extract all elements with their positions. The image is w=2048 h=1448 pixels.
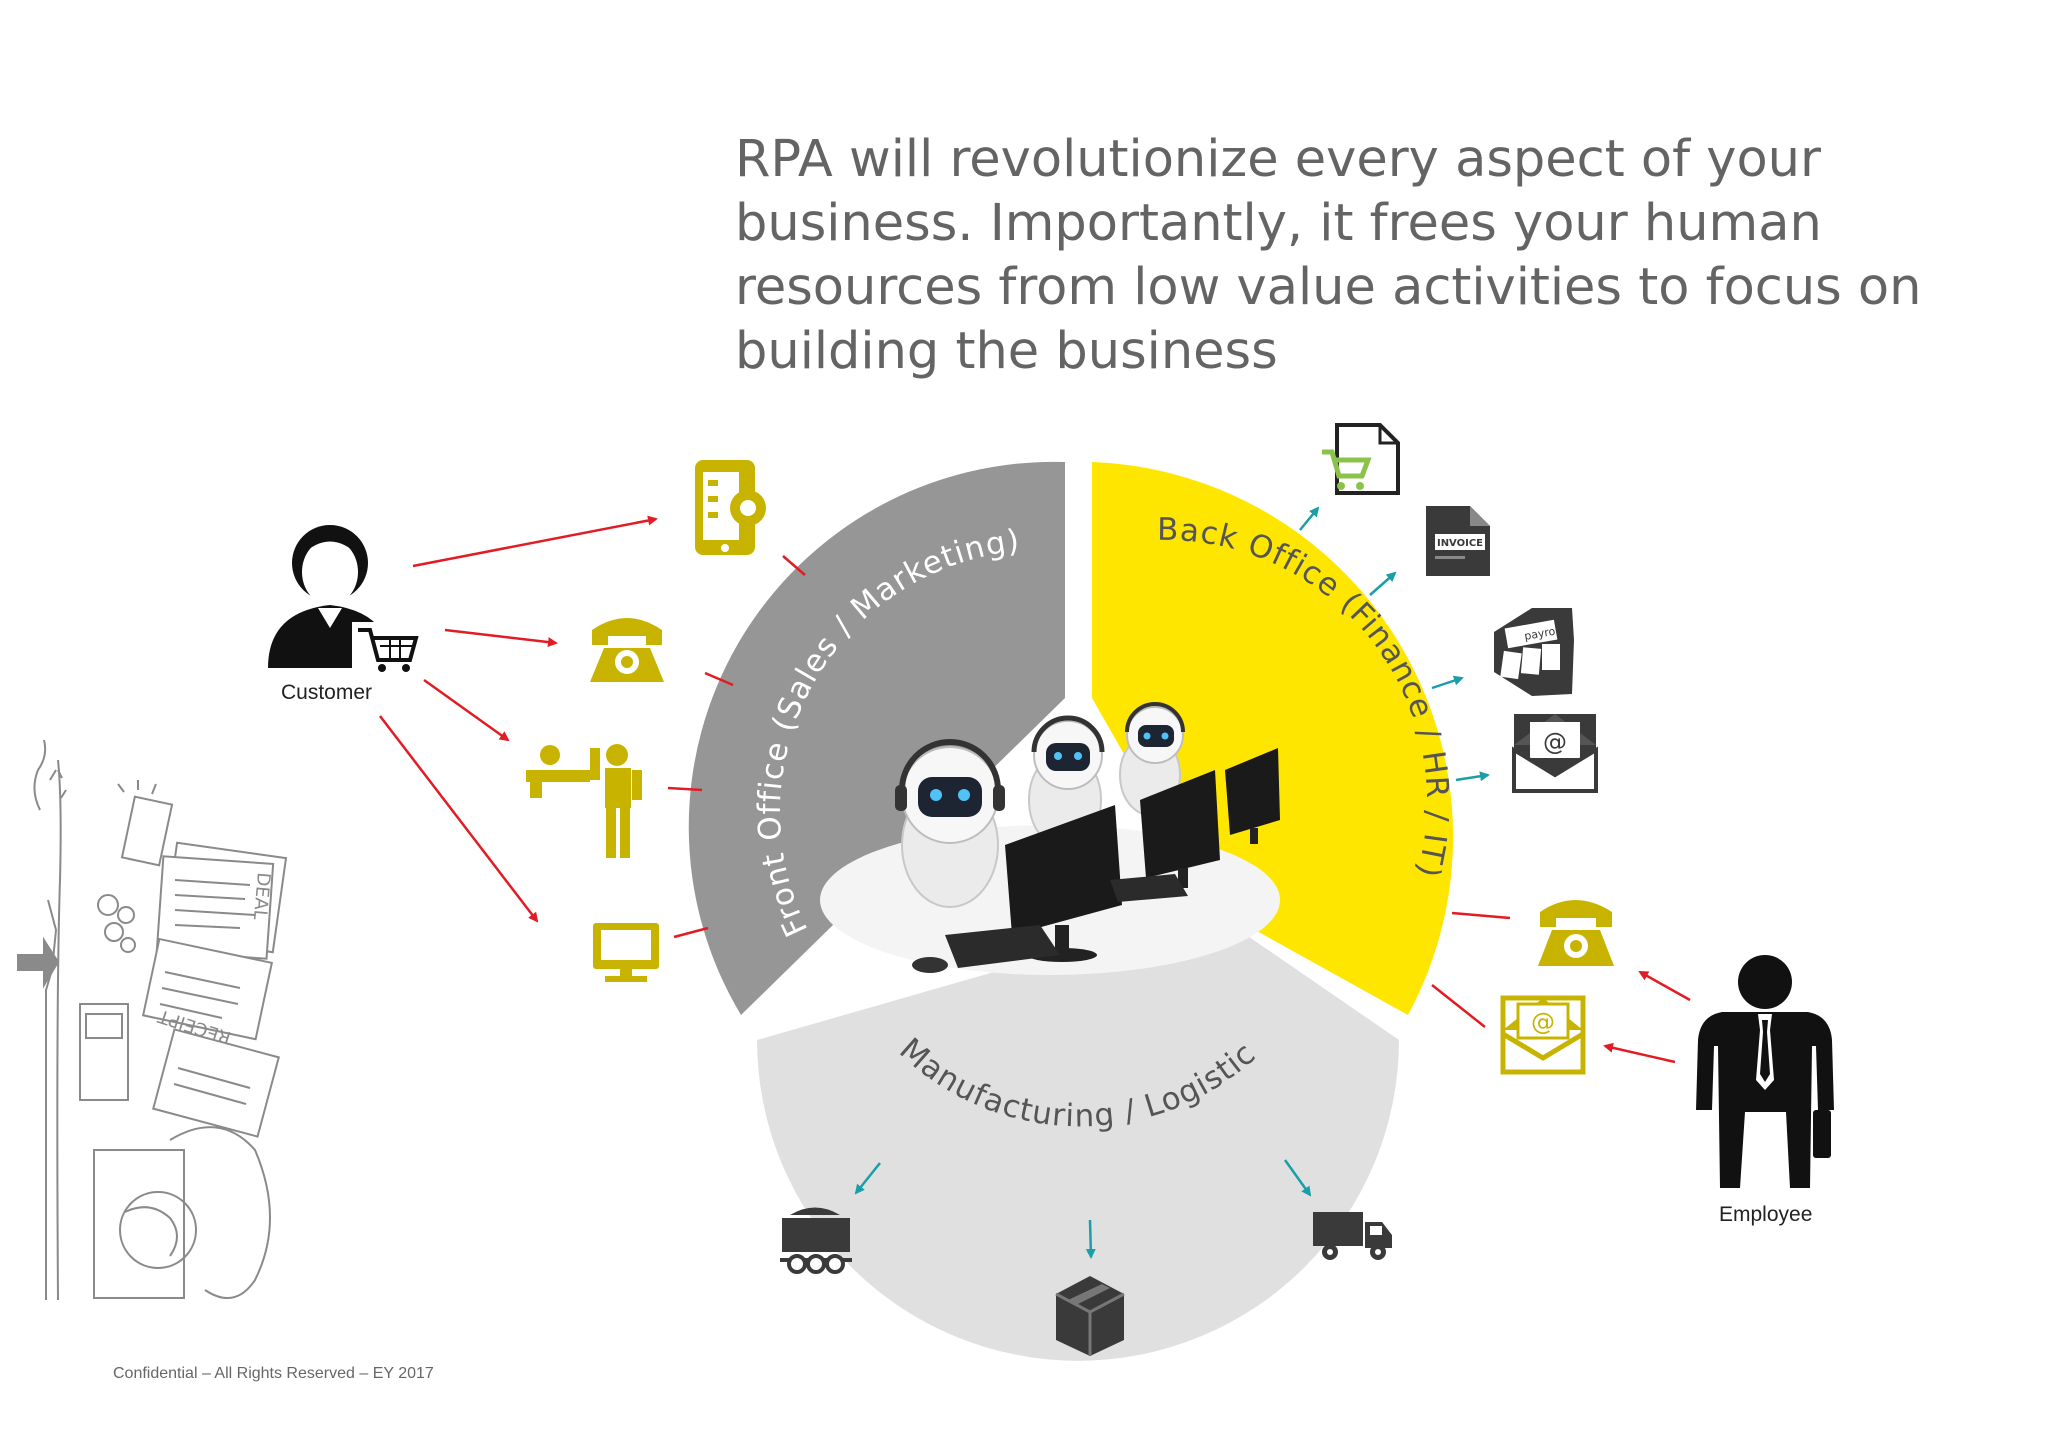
at-symbol-icon: @: [1543, 728, 1567, 756]
mobile-settings-icon: [695, 460, 766, 555]
service-desk-icon: [526, 744, 642, 858]
arrow: [445, 630, 556, 643]
invoice-document-icon: INVOICE: [1426, 506, 1490, 576]
arrow: [1456, 775, 1488, 780]
sketch-illustration: DEAL RECEIPT: [18, 740, 286, 1300]
deal-sketch-text: DEAL: [249, 872, 274, 921]
arrow: [1090, 1220, 1091, 1257]
arrow: [380, 716, 537, 921]
robot-icon: [895, 742, 1005, 907]
connector-line: [1452, 913, 1510, 918]
computer-monitor-icon: [593, 923, 659, 982]
arrow: [1640, 972, 1690, 1000]
employee-email-icon: @: [1503, 998, 1583, 1072]
footer-text: Confidential – All Rights Reserved – EY …: [113, 1365, 434, 1383]
arrow: [424, 680, 508, 740]
invoice-text: INVOICE: [1437, 538, 1483, 549]
email-icon: @: [1514, 714, 1596, 791]
shopping-cart-icon: [352, 622, 417, 674]
connector-line: [674, 928, 708, 937]
order-document-icon: [1322, 425, 1398, 493]
telephone-icon: [590, 618, 664, 682]
arrow: [1300, 508, 1318, 530]
employee-telephone-icon: [1538, 900, 1614, 966]
employee-label: Employee: [1719, 1203, 1812, 1227]
arrow: [1432, 678, 1462, 688]
delivery-truck-icon: [1313, 1212, 1392, 1260]
arrow: [1605, 1046, 1675, 1062]
arrow: [413, 519, 656, 566]
at-symbol-icon: @: [1531, 1008, 1555, 1036]
employee-avatar: [1696, 955, 1834, 1188]
arrow: [1370, 573, 1395, 595]
customer-label: Customer: [281, 681, 372, 705]
payroll-icon: payroll: [1494, 608, 1574, 696]
connector-line: [1432, 985, 1485, 1027]
